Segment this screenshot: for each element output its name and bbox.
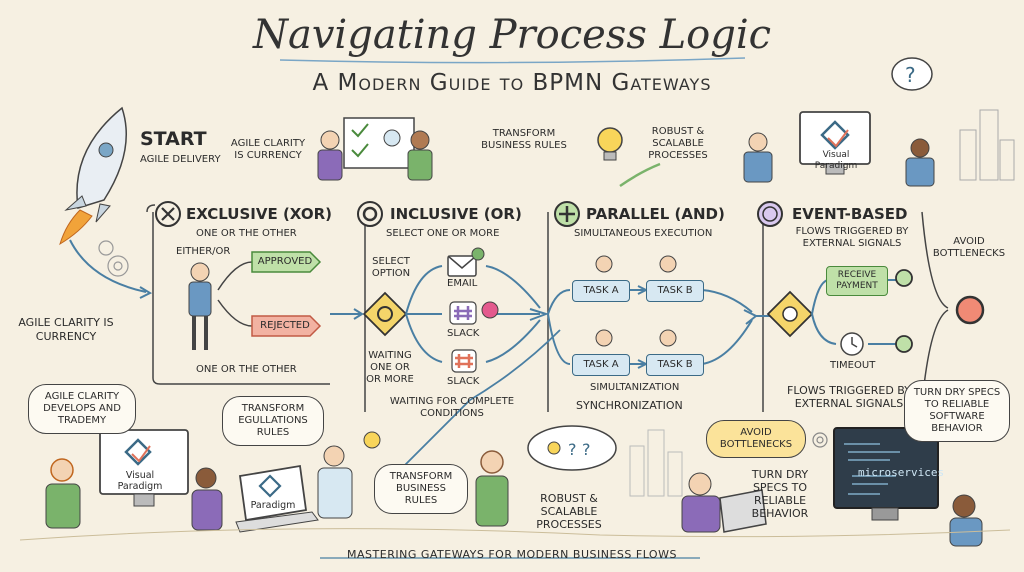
person-figure [188,262,212,350]
thought-cloud-icon: ? ? [527,425,617,471]
final-end-event-icon [955,295,985,325]
monitor-label-visual-paradigm: Visual Paradigm [117,470,163,492]
slack-icon [449,301,499,325]
lightbulb-icon-2 [363,431,381,449]
monitor-visual-paradigm-icon [99,429,189,507]
gear-icon-2 [812,432,828,448]
event-timeout: TIMEOUT [830,360,876,371]
bubble-transform-business: TRANSFORM BUSINESS RULES [374,464,468,514]
note-robust: ROBUST & SCALABLE PROCESSES [648,126,708,161]
lightbulb-icon [597,127,623,161]
avoid-bottlenecks-right: AVOID BOTTLENECKS [932,236,1006,259]
code-screen-label: microservices [858,466,945,479]
and-gateway-icon [554,201,580,227]
note-agile-clarity: AGILE CLARITY IS CURRENCY [230,138,306,161]
event-bottom: FLOWS TRIGGERED BY EXTERNAL SIGNALS [787,384,911,410]
event-title: EVENT-BASED [792,205,908,223]
task-b-bottom: TASK B [646,354,704,376]
or-diamond-icon [362,291,408,337]
or-email-label: EMAIL [447,278,478,289]
bubble-avoid: AVOID BOTTLENECKS [706,420,806,458]
xor-title: EXCLUSIVE (XOR) [186,205,332,223]
rocket-icon [59,106,127,246]
xor-either: EITHER/OR [176,246,231,257]
task-a-top: TASK A [572,280,630,302]
or-subtitle: SELECT ONE OR MORE [386,228,500,239]
start-title: START [140,128,207,150]
timer-icon [840,332,864,356]
xor-approved-label: APPROVED [257,256,313,267]
xor-gateway-icon [155,201,181,227]
svg-text:?: ? [568,440,577,459]
svg-text:?: ? [905,63,916,87]
page-subtitle: A Modern Guide to BPMN Gateways [312,70,712,96]
email-icon [447,247,485,277]
city-icon [959,109,1015,181]
bubble-transform-regs: TRANSFORM EGULLATIONS RULES [222,396,324,446]
board-icon [343,117,415,169]
note-turn-dry: TURN DRY SPECS TO RELIABLE BEHAVIOR [751,468,809,520]
xor-bottom: ONE OR THE OTHER [196,364,297,375]
and-title: PARALLEL (AND) [586,205,725,223]
and-subtitle: SIMULTANEOUS EXECUTION [574,228,713,239]
laptop-label-paradigm: Paradigm [250,500,296,511]
end-event-icon-2 [895,335,913,353]
and-sync: SYNCHRONIZATION [576,399,683,412]
xor-subtitle: ONE OR THE OTHER [196,228,297,239]
city-icon-2 [629,429,683,497]
or-gateway-icon [357,201,383,227]
note-robust-bottom: ROBUST & SCALABLE PROCESSES [536,492,602,531]
event-diamond-icon [766,290,814,338]
note-transform-rules: TRANSFORM BUSINESS RULES [481,128,567,151]
or-bottom: WAITING FOR COMPLETE CONDITIONS [389,396,515,419]
slack-icon-2 [451,349,477,373]
laptop-icon [719,489,767,533]
laptop-paradigm-icon [235,464,319,533]
or-slack-label-2: SLACK [447,376,480,387]
gear-icon [98,240,129,277]
end-event-icon [895,269,913,287]
task-b-top: TASK B [646,280,704,302]
xor-rejected-label: REJECTED [260,320,310,331]
monitor-icon [799,111,871,175]
event-subtitle: FLOWS TRIGGERED BY EXTERNAL SIGNALS [795,226,909,249]
or-slack-label: SLACK [447,328,480,339]
or-select-option: SELECT OPTION [371,256,411,279]
event-gateway-icon [757,201,783,227]
monitor-label-top: Visual Paradigm [814,150,858,171]
event-receive-payment: RECEIVE PAYMENT [826,266,888,296]
bubble-turn-dry-right: TURN DRY SPECS TO RELIABLE SOFTWARE BEHA… [904,380,1010,442]
and-simul: SIMULTANIZATION [590,382,680,393]
svg-text:?: ? [582,440,591,459]
left-note: AGILE CLARITY IS CURRENCY [18,316,114,343]
code-monitor-icon [833,427,939,521]
or-title: INCLUSIVE (OR) [390,205,522,223]
footer-caption: MASTERING GATEWAYS FOR MODERN BUSINESS F… [347,548,677,561]
page-title: Navigating Process Logic [252,12,772,58]
question-icon: ? [891,57,933,91]
bubble-develops: AGILE CLARITY DEVELOPS AND TRADEMY [28,384,136,434]
or-waiting: WAITING ONE OR OR MORE [366,350,414,385]
task-a-bottom: TASK A [572,354,630,376]
start-subtitle: AGILE DELIVERY [140,154,221,165]
